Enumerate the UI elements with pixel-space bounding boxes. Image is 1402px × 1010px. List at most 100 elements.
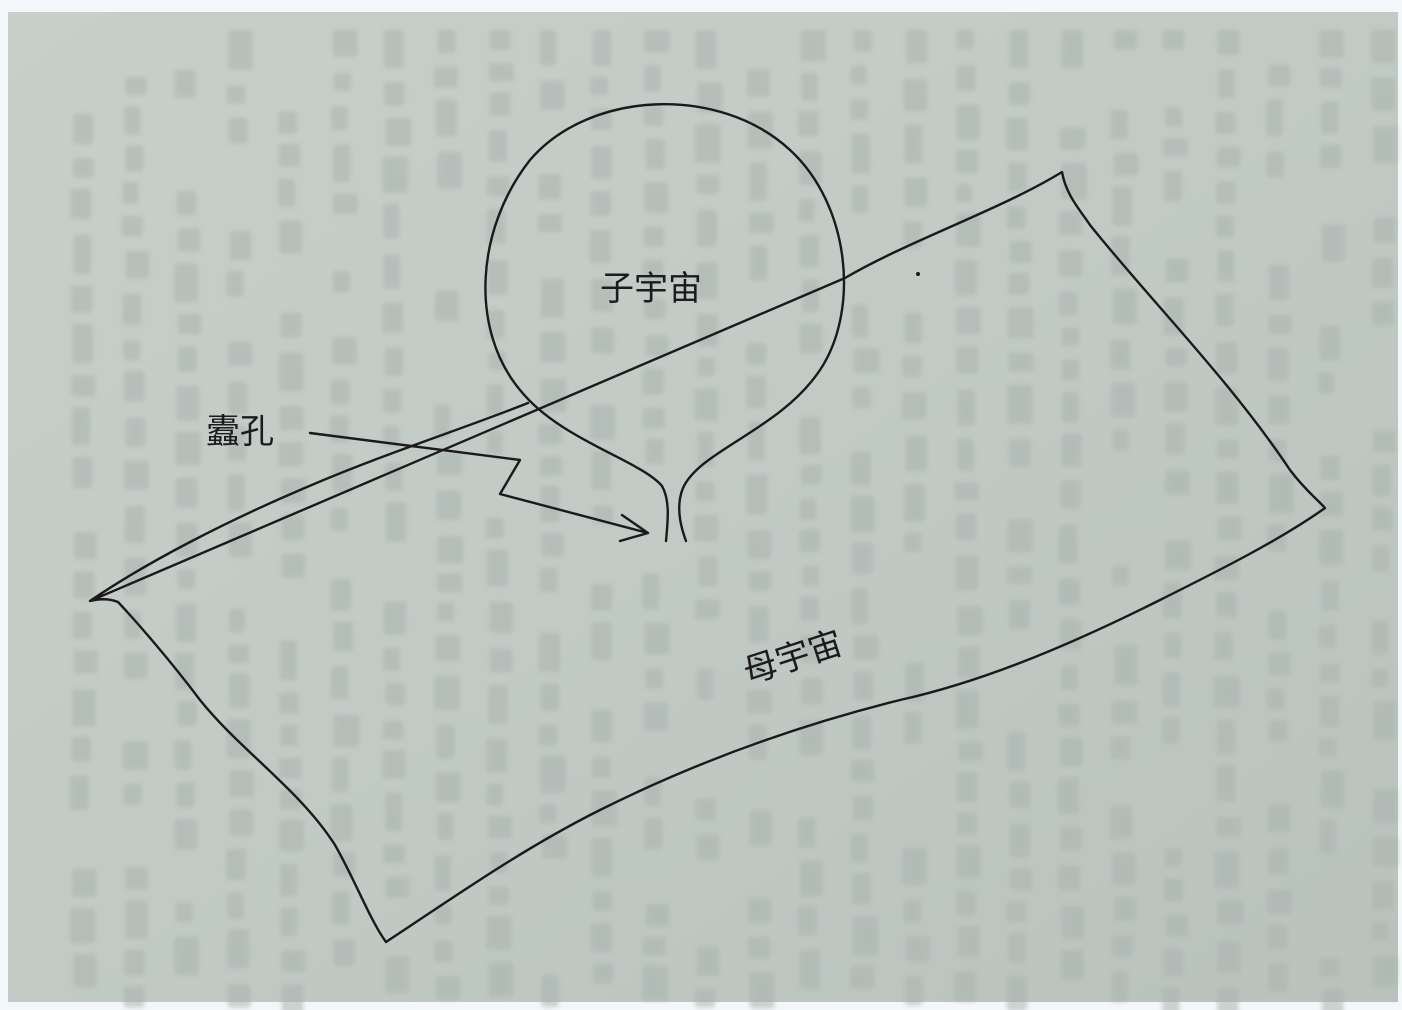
bleed-glyph [954, 259, 977, 296]
bleed-glyph [125, 76, 147, 96]
bleed-glyph [747, 111, 773, 149]
bleed-glyph [382, 750, 406, 779]
bleed-glyph [957, 646, 980, 679]
bleed-glyph [177, 700, 197, 727]
bleed-glyph [123, 340, 140, 361]
bleed-glyph [226, 85, 246, 104]
bleed-glyph [123, 986, 145, 1008]
bleed-glyph [956, 104, 980, 140]
bleed-glyph [280, 312, 302, 338]
bleed-glyph [955, 307, 981, 335]
bleed-glyph [1371, 921, 1389, 941]
bleed-glyph [435, 904, 452, 925]
bleed-glyph [591, 757, 612, 778]
wormhole-arrow [308, 431, 650, 543]
bleed-glyph [1060, 826, 1082, 850]
bleed-glyph [645, 138, 665, 170]
bleed-glyph [642, 965, 668, 1001]
bleed-glyph [1267, 924, 1288, 950]
bleed-glyph [383, 389, 402, 413]
bleed-glyph [643, 298, 666, 320]
bleed-glyph [1318, 625, 1336, 648]
bleed-glyph [798, 817, 816, 848]
child-universe-balloon [484, 103, 846, 543]
bleed-glyph [642, 259, 664, 284]
bleed-glyph [799, 235, 820, 267]
bleed-glyph [902, 392, 927, 420]
bleed-glyph [385, 682, 405, 706]
bleed-glyph [1373, 216, 1396, 243]
bleed-glyph [746, 376, 767, 409]
bleed-glyph [592, 963, 613, 984]
bleed-glyph [70, 188, 92, 220]
bleed-glyph [799, 324, 823, 354]
mother-universe-outline [88, 170, 1327, 944]
bleed-glyph [1217, 987, 1239, 1010]
bleed-glyph [1217, 147, 1241, 168]
bleed-glyph [1372, 881, 1394, 910]
bleed-glyph [1268, 652, 1291, 676]
bleed-glyph [1372, 544, 1390, 572]
bleed-glyph [124, 652, 148, 680]
bleed-glyph [696, 209, 717, 247]
bleed-glyph [281, 553, 306, 578]
bleed-glyph [278, 178, 295, 207]
bleed-glyph [278, 111, 297, 134]
bleed-glyph [590, 76, 609, 96]
bleed-glyph [385, 956, 410, 994]
bleed-glyph [851, 133, 871, 174]
bleed-glyph [538, 632, 560, 673]
bleed-glyph [71, 375, 96, 397]
bleed-glyph [591, 327, 615, 354]
bleed-glyph [850, 65, 867, 85]
bleed-glyph [176, 782, 195, 808]
bleed-glyph [1217, 69, 1235, 98]
bleed-glyph [1009, 241, 1032, 263]
bleed-glyph [1216, 181, 1236, 204]
bleed-glyph [435, 635, 460, 662]
bleed-glyph [487, 260, 508, 295]
bleed-glyph [798, 111, 819, 137]
bleed-glyph [1008, 438, 1031, 468]
bleed-glyph [1058, 777, 1079, 815]
bleed-glyph [642, 573, 660, 610]
bleed-glyph [436, 452, 463, 475]
bleed-glyph [125, 251, 150, 279]
child-universe-label: 子宇宙 [600, 269, 702, 309]
bleed-glyph [801, 72, 818, 101]
bleed-glyph [1113, 30, 1138, 50]
bleed-glyph [799, 529, 821, 553]
bleed-glyph [383, 203, 400, 239]
bleed-glyph [281, 984, 304, 1010]
bleed-glyph [1216, 720, 1235, 754]
bleed-glyph [1008, 273, 1030, 295]
bleed-glyph [1371, 506, 1393, 531]
bleed-glyph [1164, 540, 1191, 570]
bleed-glyph [1214, 850, 1239, 889]
bleed-glyph [1318, 738, 1337, 757]
bleed-glyph [1269, 720, 1287, 742]
bleed-glyph [279, 220, 303, 254]
bleed-glyph [1008, 352, 1034, 372]
bleed-glyph [696, 834, 720, 860]
bleed-glyph [747, 530, 771, 560]
bleed-glyph [73, 571, 95, 599]
bleed-glyph [1008, 933, 1026, 963]
bleed-glyph [1319, 144, 1342, 168]
bleed-glyph [850, 451, 871, 486]
bleed-glyph [227, 381, 248, 415]
bleed-glyph [1269, 473, 1295, 514]
bleed-glyph [591, 622, 612, 661]
bleed-glyph [488, 886, 510, 905]
bleed-glyph [1061, 433, 1082, 468]
bleed-glyph [280, 789, 302, 810]
bleed-glyph [957, 606, 984, 636]
bleed-glyph [437, 30, 456, 54]
bleed-glyph [122, 741, 149, 770]
bleed-glyph [799, 417, 821, 455]
bleed-glyph [280, 864, 298, 896]
bleed-glyph [1113, 645, 1138, 686]
bleed-glyph [177, 346, 197, 372]
bleed-glyph [1165, 107, 1182, 127]
bleed-glyph [538, 214, 563, 233]
